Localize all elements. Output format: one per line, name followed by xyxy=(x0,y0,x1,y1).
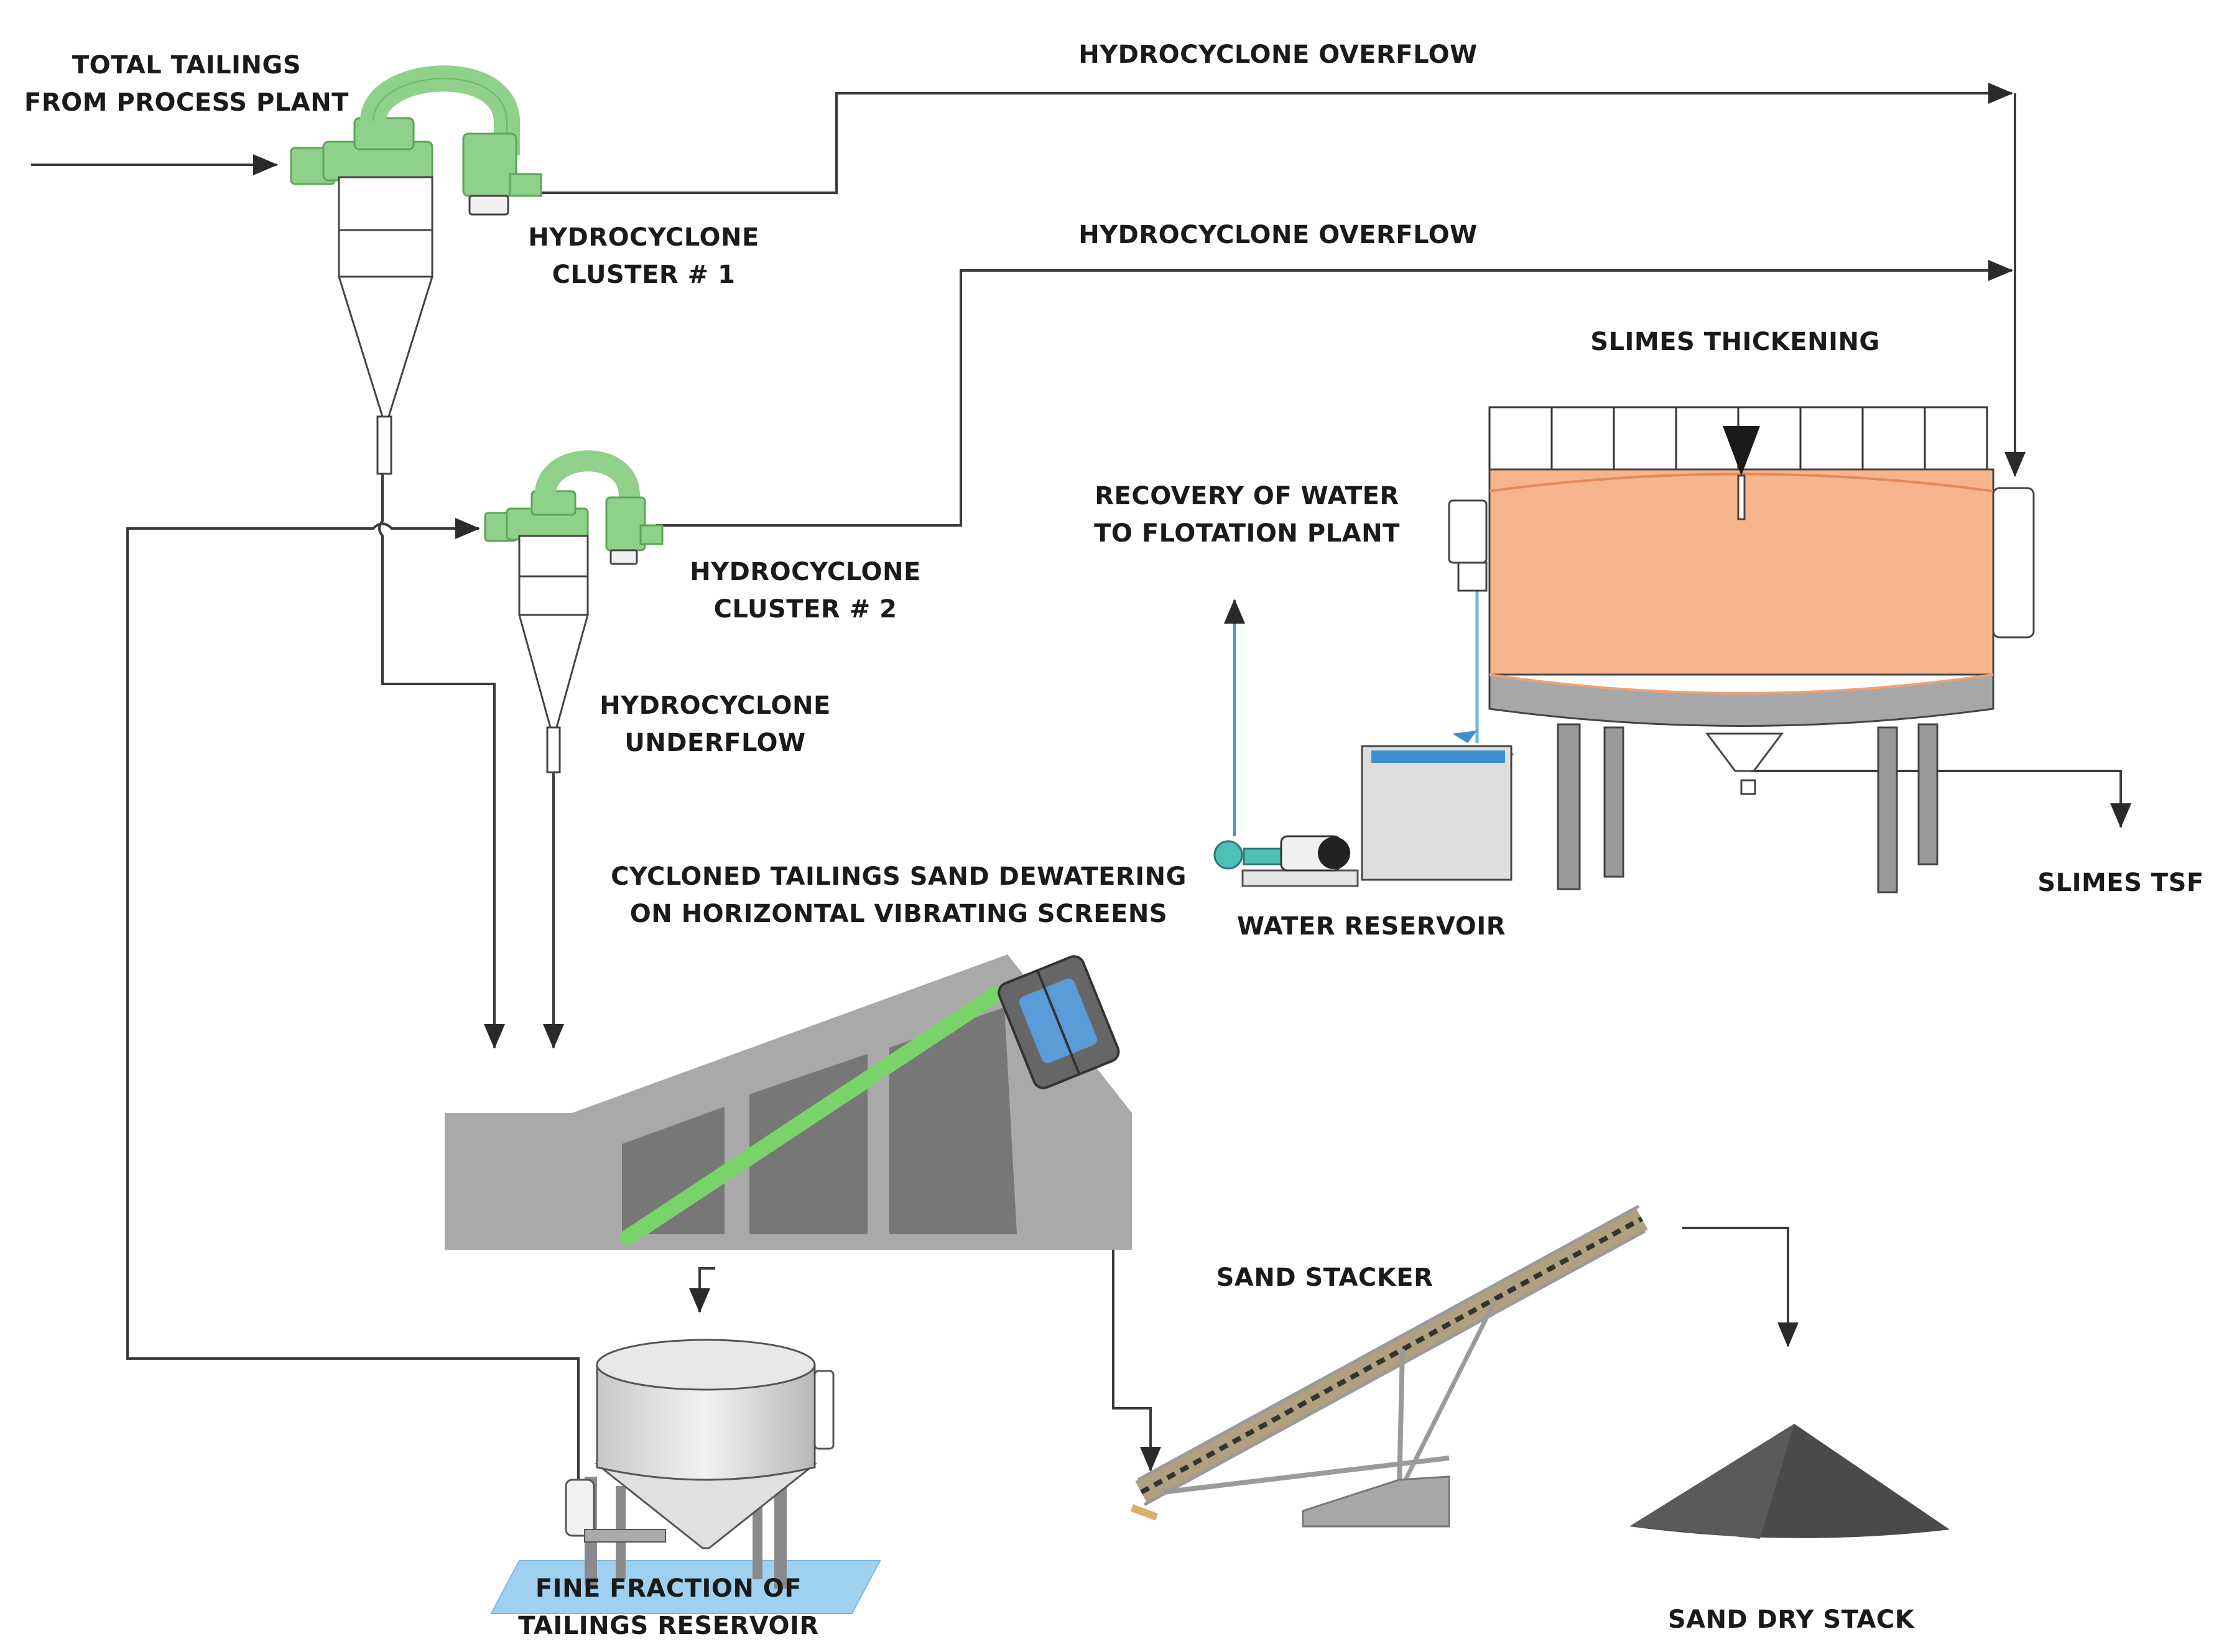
total-tailings-line-1: TOTAL TAILINGS xyxy=(72,51,302,80)
cluster-2-label: HYDROCYCLONE CLUSTER # 2 xyxy=(681,553,930,628)
total-tailings-line-2: FROM PROCESS PLANT xyxy=(24,88,349,117)
undersize-line xyxy=(689,1267,715,1313)
overflow-2-line xyxy=(656,260,2013,527)
fine-fraction-line-2: TAILINGS RESERVOIR xyxy=(518,1612,819,1640)
water-reservoir-icon xyxy=(1361,731,1514,881)
total-tailings-label: TOTAL TAILINGS FROM PROCESS PLANT xyxy=(19,47,354,121)
sand-dry-stack-label: SAND DRY STACK xyxy=(1667,1605,1915,1634)
fine-fraction-label: FINE FRACTION OF TAILINGS RESERVOIR xyxy=(507,1570,830,1645)
sand-pile-icon xyxy=(1629,1424,1950,1539)
vibrating-screen-icon xyxy=(445,954,1132,1250)
hydrocyclone-2-icon xyxy=(484,450,664,773)
screens-label: CYCLONED TAILINGS SAND DEWATERING ON HOR… xyxy=(557,858,1241,933)
slimes-thickening-label: SLIMES THICKENING xyxy=(1590,328,1880,356)
fine-fraction-line-1: FINE FRACTION OF xyxy=(535,1574,802,1603)
overflow-2-label: HYDROCYCLONE OVERFLOW xyxy=(1078,221,1478,249)
cluster-2-line-1: HYDROCYCLONE xyxy=(690,558,921,586)
thickener-icon xyxy=(1448,406,2035,893)
cluster-2-line-2: CLUSTER # 2 xyxy=(713,595,897,624)
cluster-1-line-1: HYDROCYCLONE xyxy=(528,223,759,252)
return-line xyxy=(126,518,580,1480)
flow-lines xyxy=(31,83,2131,1480)
recovery-water-label: RECOVERY OF WATER TO FLOTATION PLANT xyxy=(1073,478,1421,552)
underflow-line-2: UNDERFLOW xyxy=(624,729,806,757)
cluster-1-line-2: CLUSTER # 1 xyxy=(552,261,736,289)
screens-line-2: ON HORIZONTAL VIBRATING SCREENS xyxy=(629,900,1168,928)
recovery-water-line-2: TO FLOTATION PLANT xyxy=(1094,519,1400,548)
slimes-tsf-label: SLIMES TSF xyxy=(2037,869,2204,897)
pump-icon xyxy=(1213,835,1359,887)
water-reservoir-label: WATER RESERVOIR xyxy=(1236,912,1506,941)
sand-stacker-icon xyxy=(1130,1204,1648,1528)
sand-stacker-label: SAND STACKER xyxy=(1216,1263,1434,1292)
underflow-1-line xyxy=(378,473,505,1049)
underflow-line-1: HYDROCYCLONE xyxy=(600,691,831,720)
screens-line-1: CYCLONED TAILINGS SAND DEWATERING xyxy=(611,862,1187,891)
overflow-1-label: HYDROCYCLONE OVERFLOW xyxy=(1078,40,1478,69)
fine-fraction-tank-icon xyxy=(490,1339,881,1614)
cluster-1-label: HYDROCYCLONE CLUSTER # 1 xyxy=(519,219,768,293)
slimes-underflow-line xyxy=(1751,770,2131,828)
oversize-line xyxy=(1112,1250,1161,1472)
hydrocyclone-1-icon xyxy=(290,65,542,475)
stacker-to-pile-line xyxy=(1682,1227,1799,1347)
overflow-1-line xyxy=(541,83,2013,194)
underflow-label: HYDROCYCLONE UNDERFLOW xyxy=(591,687,840,762)
recovery-water-line-1: RECOVERY OF WATER xyxy=(1095,482,1399,510)
